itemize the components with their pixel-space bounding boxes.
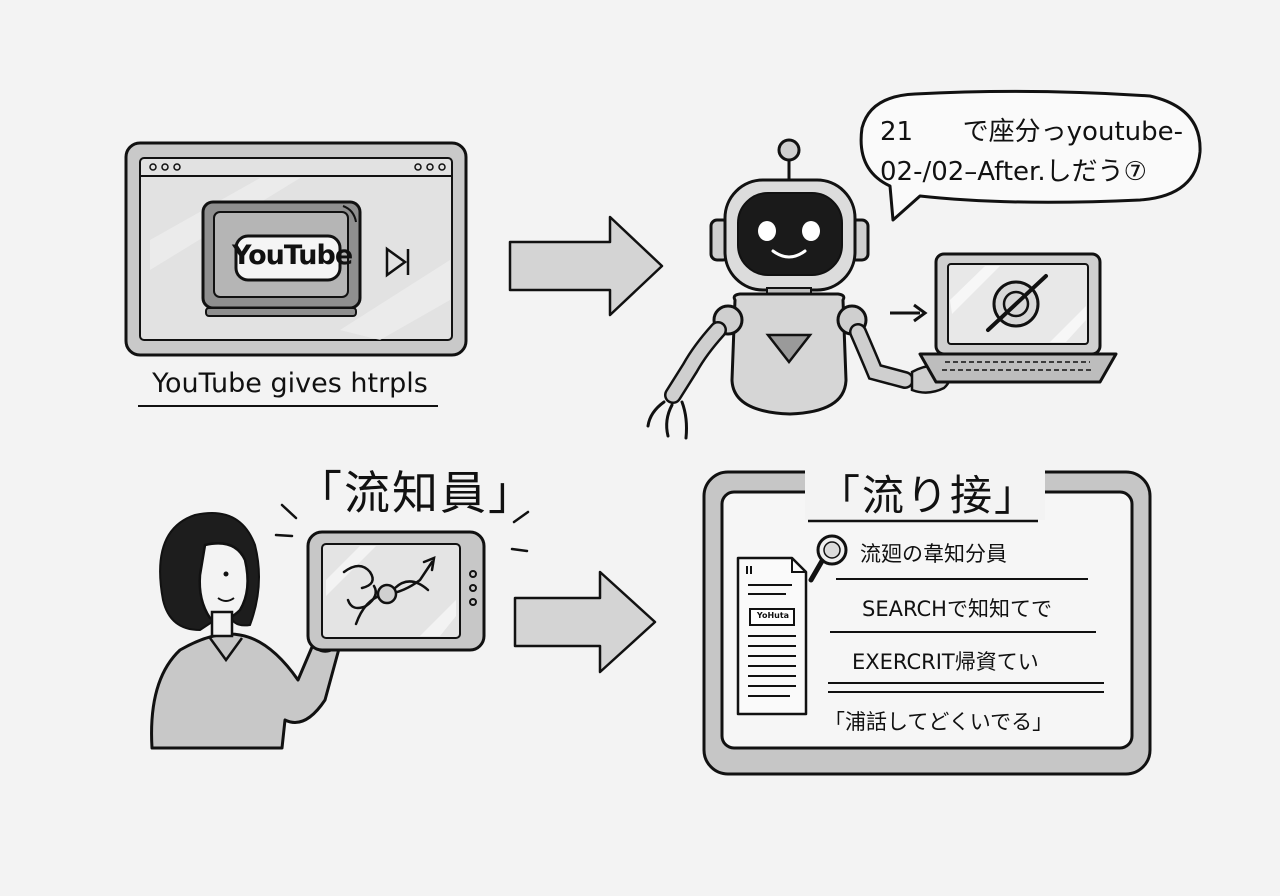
result-row-2: SEARCHで知知てで [862, 597, 1052, 621]
robot-antenna [777, 138, 801, 162]
result-row-dividers [828, 578, 1104, 693]
robot [646, 138, 951, 440]
arrow-right-top [508, 215, 664, 317]
woman-sweater [150, 632, 342, 750]
youtube-logo-text: YouTube [232, 240, 353, 271]
arrow-right-bottom [513, 570, 657, 674]
result-row-3: EXERCRIT帰資てい [852, 650, 1039, 674]
robot-triangle-emblem [765, 333, 813, 365]
youtube-logo [234, 234, 342, 282]
tv-monitor [201, 200, 362, 317]
caption-underline [138, 405, 438, 407]
woman-face [198, 542, 249, 622]
result-row-1: 流廻の韋知分員 [860, 542, 1007, 566]
magnifier-icon [808, 534, 848, 583]
tablet [306, 530, 486, 652]
small-arrow-icon [890, 303, 928, 323]
laptop-keyboard [918, 352, 1118, 384]
robot-eye-left [758, 221, 776, 241]
woman-quote: 「流知員」 [296, 466, 536, 520]
sparkle-lines-icon [274, 503, 530, 553]
robot-smile [771, 249, 807, 259]
result-row-4: 「浦話してどくいでる」 [824, 710, 1054, 734]
window-dot-icon [149, 163, 157, 171]
caption-youtube: YouTube gives htrpls [152, 368, 428, 399]
speech-bubble [859, 89, 1202, 222]
squiggle-chart-icon [342, 556, 436, 626]
speech-line-2: 02-/02–After.しだう⑦ [880, 157, 1147, 187]
result-panel-title: 「流り接」 [818, 471, 1039, 520]
globe-slash-icon [986, 274, 1048, 332]
robot-hand-left [646, 400, 688, 440]
skip-next-icon [385, 246, 410, 278]
robot-eye-right [802, 221, 820, 241]
robot-face-screen [737, 192, 843, 276]
speech-line-1: 21 で座分っyoutube- [880, 117, 1183, 147]
laptop [918, 252, 1118, 384]
speech-bubble-text: 21 で座分っyoutube- 02-/02–After.しだう⑦ [880, 112, 1200, 192]
document-label: YoHuta [756, 611, 790, 620]
document-icon [736, 556, 808, 716]
woman [150, 512, 342, 750]
